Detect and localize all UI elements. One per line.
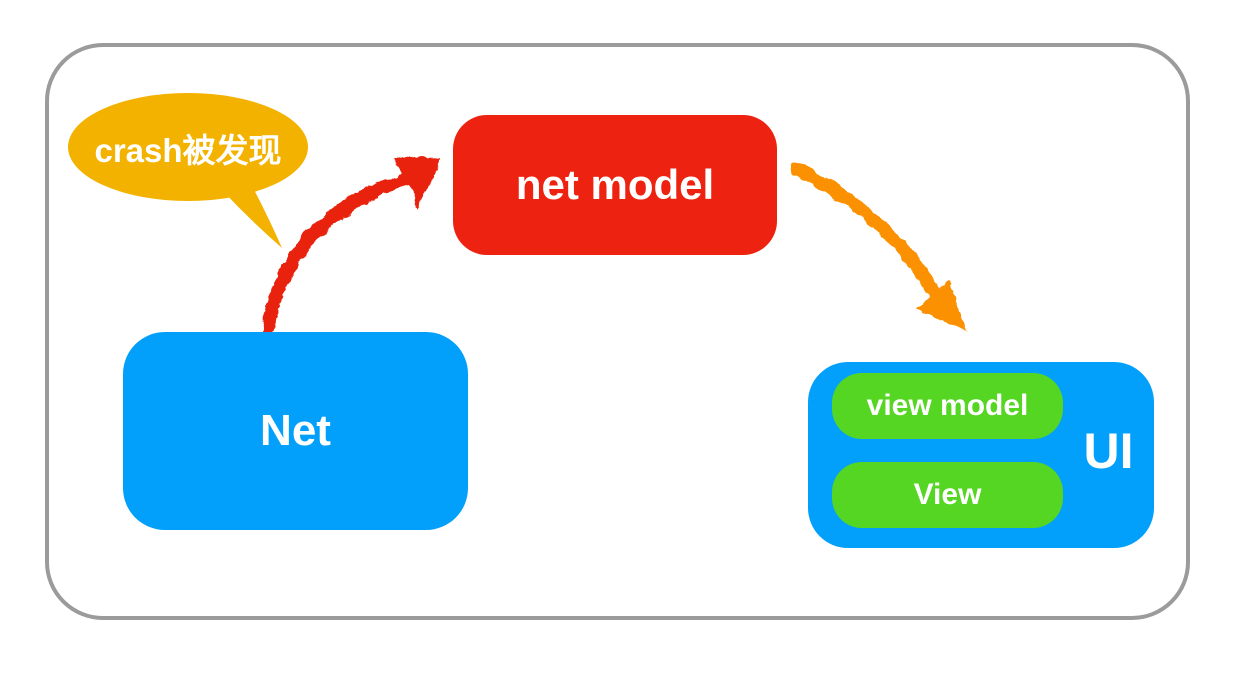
net-box: Net <box>123 332 468 530</box>
view-label: View <box>913 478 982 511</box>
ui-label: UI <box>1083 423 1134 479</box>
speech-bubble-label: crash被发现 <box>94 132 282 169</box>
diagram-frame <box>45 43 1190 620</box>
net-label: Net <box>260 406 331 455</box>
net-model-label: net model <box>515 161 715 208</box>
view-model-label: view model <box>866 389 1029 422</box>
net-model-box: net model <box>453 115 777 255</box>
view-model-box: view model <box>832 373 1063 439</box>
view-box: View <box>832 462 1063 528</box>
